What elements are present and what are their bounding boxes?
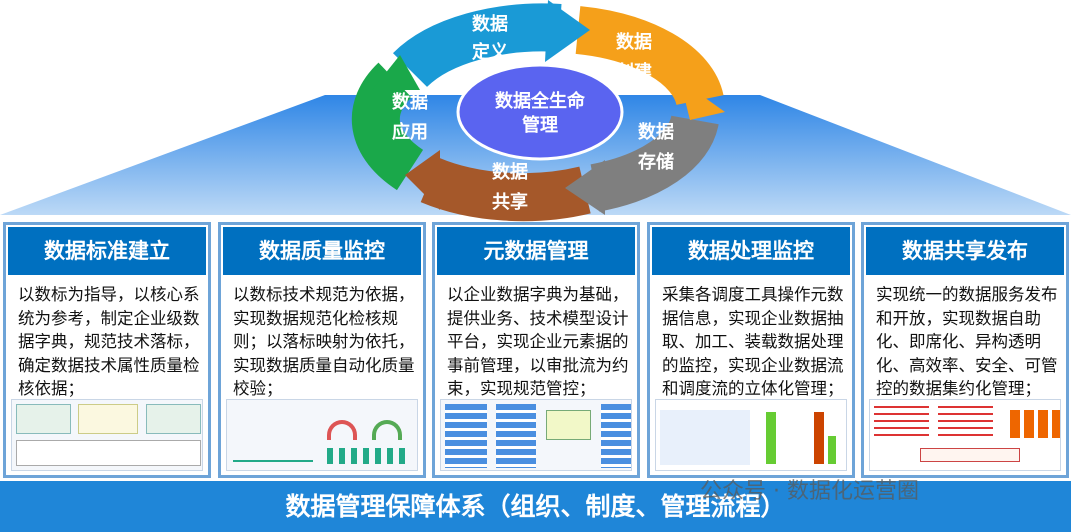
guarantee-system-banner: 数据管理保障体系（组织、制度、管理流程）: [0, 481, 1071, 532]
stage-apply-1: 数据: [392, 91, 428, 113]
panel-metadata: 元数据管理 以企业数据字典为基础，提供业务、技术模型设计平台，实现企业元素据的事…: [432, 222, 640, 478]
panel-title: 数据标准建立: [8, 227, 206, 275]
screenshot-thumbnail: [11, 399, 203, 471]
stage-store-2: 存储: [638, 151, 674, 173]
panel-text: 以企业数据字典为基础，提供业务、技术模型设计平台，实现企业元素据的事前管理，以审…: [447, 285, 629, 398]
stage-arrow-apply: [351, 62, 424, 191]
panel-data-standard: 数据标准建立 以数标为指导，以核心系统为参考，制定企业级数据字典，规范技术落标，…: [3, 222, 211, 478]
stage-share-1: 数据: [492, 161, 528, 183]
panel-title: 数据共享发布: [866, 227, 1064, 275]
stage-arrow-create: [575, 6, 724, 107]
stage-arrow-store: [590, 114, 719, 212]
panel-text: 以数标为指导，以核心系统为参考，制定企业级数据字典，规范技术落标，确定数据技术属…: [18, 285, 200, 398]
screenshot-thumbnail: [226, 399, 418, 471]
center-ellipse: [456, 63, 624, 161]
center-label-1: 数据全生命: [495, 90, 586, 112]
center-label-2: 管理: [522, 114, 558, 136]
panel-title: 数据处理监控: [652, 227, 850, 275]
screenshot-thumbnail: [440, 399, 632, 471]
stage-arrow-define: [392, 3, 562, 88]
stage-create-1: 数据: [616, 31, 652, 53]
stage-define-2: 定义: [472, 41, 508, 63]
stage-create-2: 创建: [615, 61, 652, 83]
panel-text: 实现统一的数据服务发布和开放，实现数据自助化、即席化、异构透明化、高效率、安全、…: [876, 285, 1058, 398]
watermark: 公众号 · 数据化运营圈: [700, 479, 919, 504]
screenshot-thumbnail: [869, 399, 1061, 471]
screenshot-thumbnail: [655, 399, 847, 471]
stage-apply-2: 应用: [392, 121, 428, 143]
panel-data-quality: 数据质量监控 以数标技术规范为依据，实现数据规范化检核规则；以落标映射为依托，实…: [218, 222, 426, 478]
panel-text: 以数标技术规范为依据，实现数据规范化检核规则；以落标映射为依托，实现数据质量自动…: [233, 285, 415, 398]
stage-store-1: 数据: [638, 121, 674, 143]
panel-title: 元数据管理: [437, 227, 635, 275]
panel-processing-monitor: 数据处理监控 采集各调度工具操作元数据信息，实现企业数据抽取、加工、装载数据处理…: [647, 222, 855, 478]
panel-title: 数据质量监控: [223, 227, 421, 275]
panel-text: 采集各调度工具操作元数据信息，实现企业数据抽取、加工、装载数据处理的监控，实现企…: [662, 285, 844, 398]
stage-share-2: 共享: [492, 191, 528, 213]
lifecycle-diagram: 数据全生命 管理 数据 定义 数据 创建 数据 存储 数据 共享 数据 应用: [0, 0, 1071, 222]
stage-arrow-share: [420, 157, 591, 222]
stage-define-1: 数据: [472, 13, 508, 35]
panel-data-sharing: 数据共享发布 实现统一的数据服务发布和开放，实现数据自助化、即席化、异构透明化、…: [861, 222, 1069, 478]
